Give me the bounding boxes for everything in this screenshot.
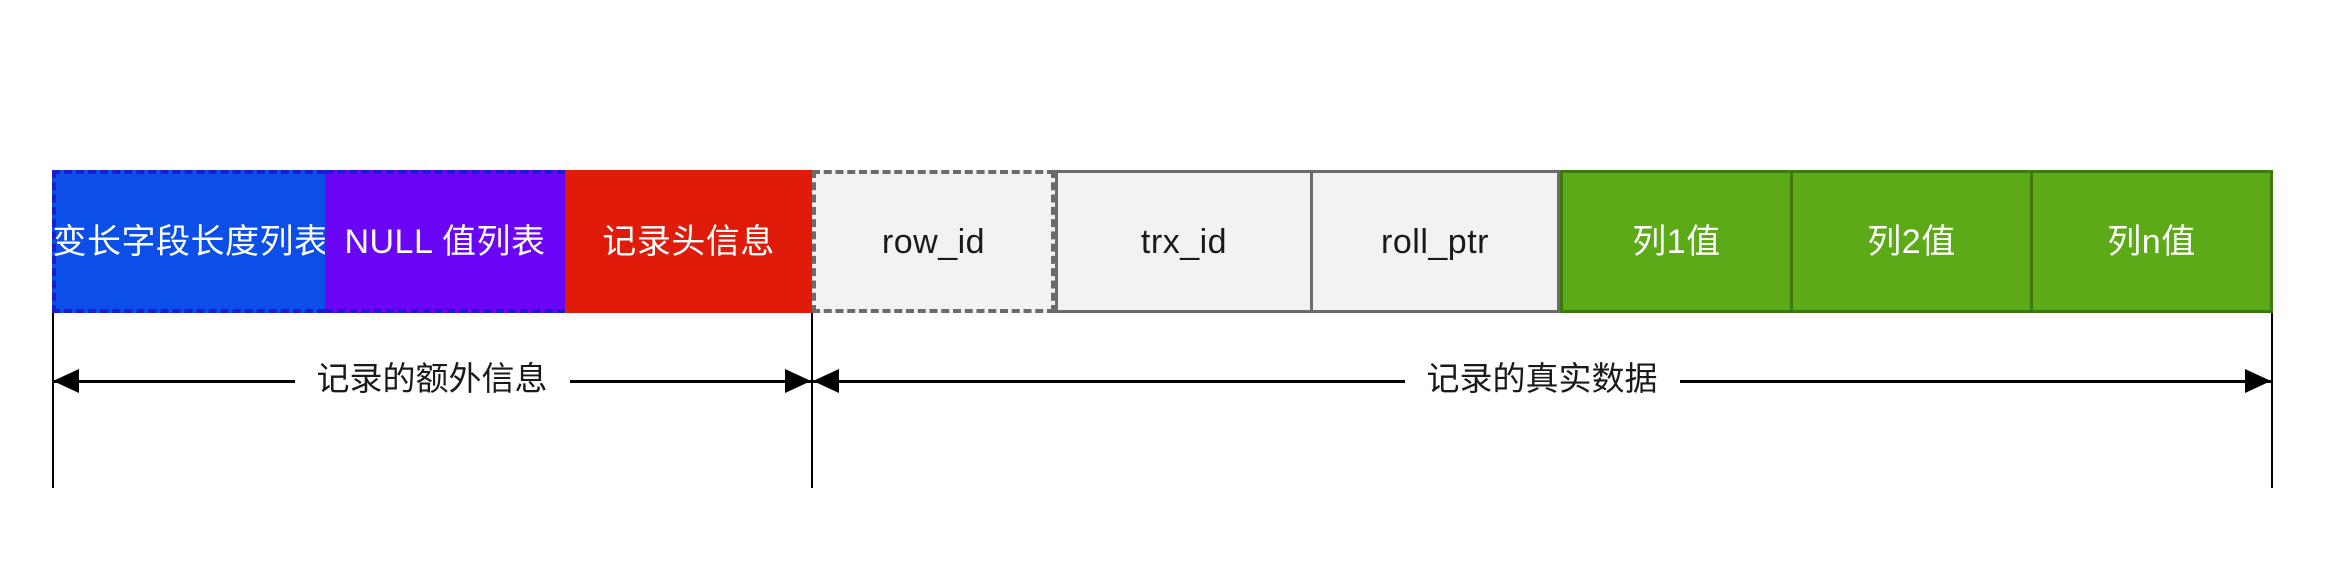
segment-label: 变长字段长度列表	[52, 222, 329, 261]
arrow-right-icon	[785, 369, 811, 393]
record-segment-row-id: row_id	[812, 170, 1055, 313]
record-segment-column-2-value: 列2值	[1790, 170, 2030, 313]
measure-label-real-data: 记录的真实数据	[1426, 359, 1658, 397]
arrow-right-icon	[2245, 369, 2271, 393]
segment-label: roll_ptr	[1381, 222, 1489, 261]
record-segment-column-1-value: 列1值	[1560, 170, 1790, 313]
segment-label: 列2值	[1867, 222, 1956, 261]
record-segment-null-value-list: NULL 值列表	[325, 170, 565, 313]
segment-label: 列n值	[2107, 222, 2196, 261]
segment-label: 记录头信息	[602, 222, 775, 261]
record-layout-row: 变长字段长度列表 NULL 值列表 记录头信息 row_id trx_id ro…	[52, 170, 2273, 313]
segment-label: trx_id	[1140, 222, 1228, 261]
segment-label: 列1值	[1632, 222, 1721, 261]
record-segment-column-n-value: 列n值	[2030, 170, 2273, 313]
arrow-left-icon	[53, 369, 79, 393]
measure-label-extra-info: 记录的额外信息	[316, 359, 548, 397]
record-segment-trx-id: trx_id	[1055, 170, 1310, 313]
segment-label: row_id	[881, 222, 986, 261]
measure-real-data: 记录的真实数据	[813, 358, 2271, 404]
measure-line-right	[1679, 369, 2271, 393]
segment-label: NULL 值列表	[344, 222, 546, 261]
extension-line-right	[2271, 313, 2273, 488]
record-segment-record-header: 记录头信息	[565, 170, 812, 313]
measure-line-left	[53, 369, 295, 393]
record-segment-roll-ptr: roll_ptr	[1310, 170, 1560, 313]
measure-line-left	[813, 369, 1405, 393]
measure-line-right	[569, 369, 811, 393]
measure-extra-info: 记录的额外信息	[53, 358, 811, 404]
arrow-left-icon	[813, 369, 839, 393]
extension-line-middle	[811, 313, 813, 488]
record-segment-varlen-field-length-list: 变长字段长度列表	[52, 170, 328, 313]
extension-line-left	[52, 313, 54, 488]
